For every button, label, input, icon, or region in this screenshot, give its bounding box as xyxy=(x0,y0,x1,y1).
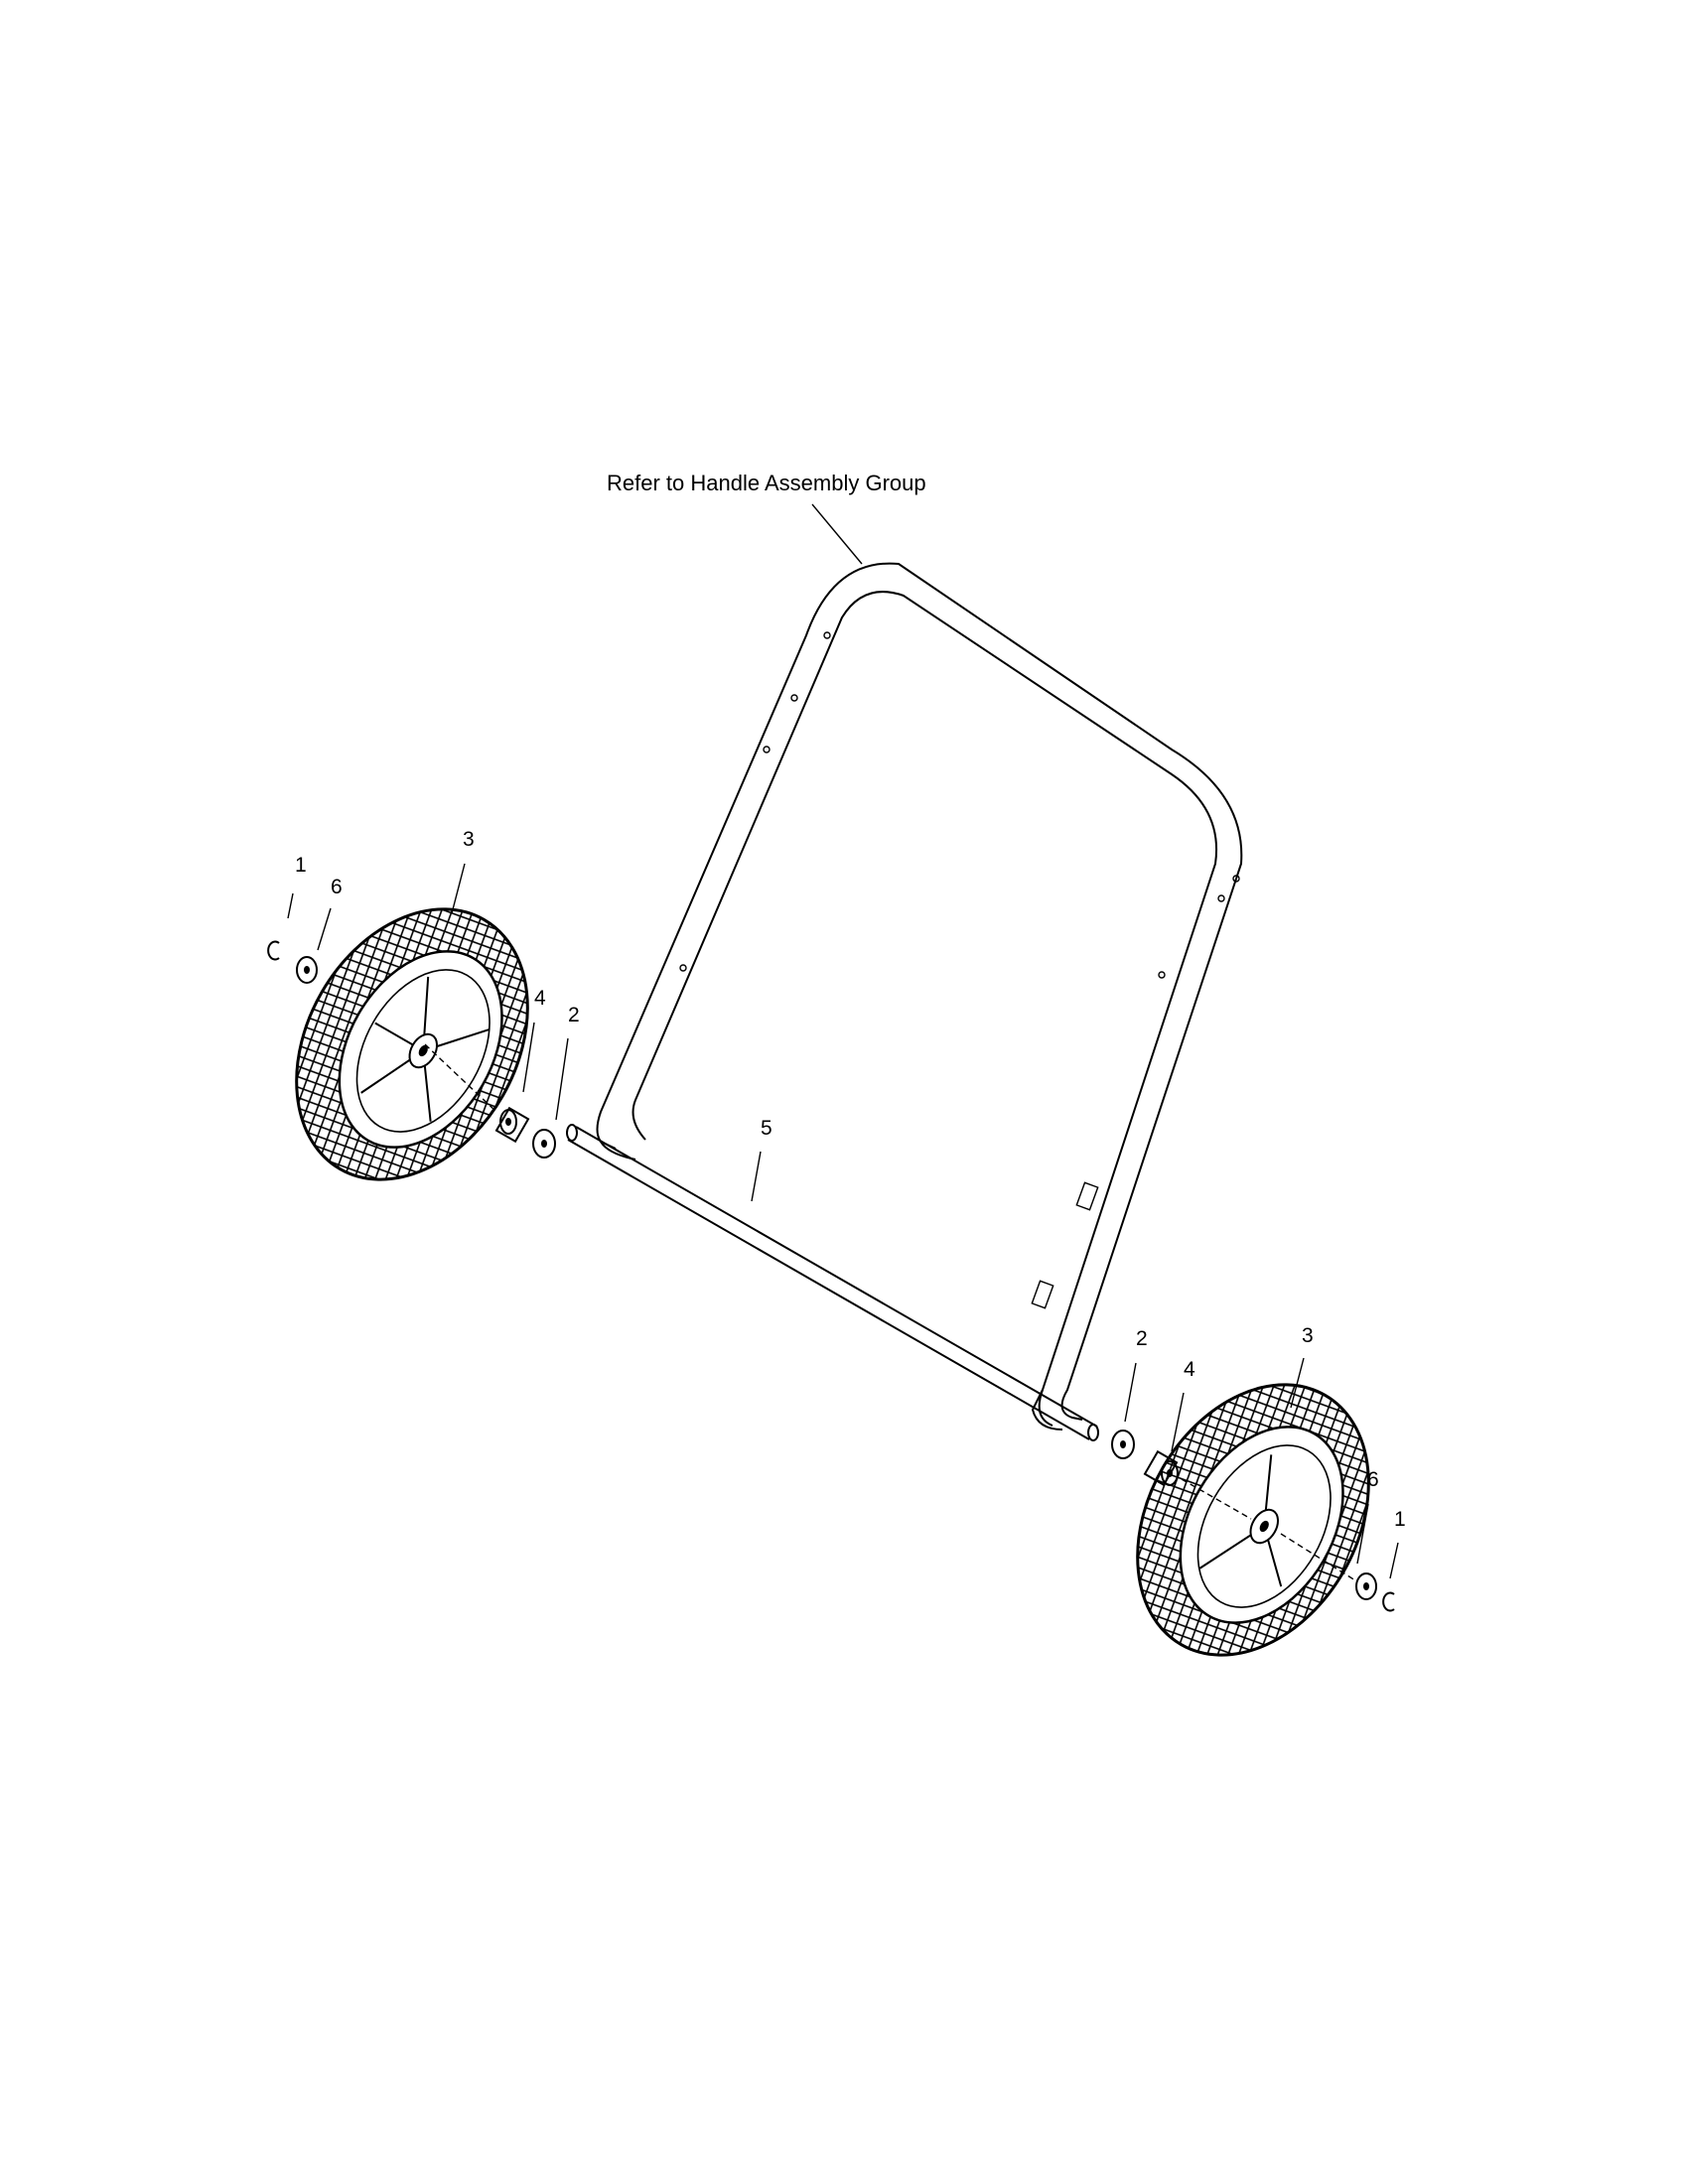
right-washer-6 xyxy=(1355,1572,1377,1600)
callout-axle-5: 5 xyxy=(761,1117,772,1140)
right-spacer-4 xyxy=(1143,1449,1179,1487)
callout-left-2: 2 xyxy=(568,1004,580,1026)
left-wheel xyxy=(295,907,529,1181)
left-washer-6 xyxy=(296,956,318,984)
callout-left-6: 6 xyxy=(331,876,343,898)
callout-right-2: 2 xyxy=(1136,1327,1148,1350)
handle-assembly-note: Refer to Handle Assembly Group xyxy=(607,471,926,495)
callout-left-4: 4 xyxy=(534,987,546,1010)
callout-right-4: 4 xyxy=(1184,1358,1195,1381)
callout-right-6: 6 xyxy=(1367,1468,1379,1491)
right-e-clip xyxy=(1382,1591,1395,1612)
handle-frame xyxy=(596,562,1243,1431)
right-washer-2 xyxy=(1111,1430,1135,1459)
callout-left-3: 3 xyxy=(463,828,475,851)
callout-left-1: 1 xyxy=(295,854,307,877)
right-wheel xyxy=(1136,1383,1370,1657)
callout-right-1: 1 xyxy=(1394,1508,1406,1531)
left-spacer-4 xyxy=(494,1106,530,1144)
callout-right-3: 3 xyxy=(1302,1324,1314,1347)
note-leader-line xyxy=(811,503,863,565)
axle xyxy=(566,1124,1099,1441)
left-e-clip xyxy=(267,940,280,961)
left-washer-2 xyxy=(532,1129,556,1159)
